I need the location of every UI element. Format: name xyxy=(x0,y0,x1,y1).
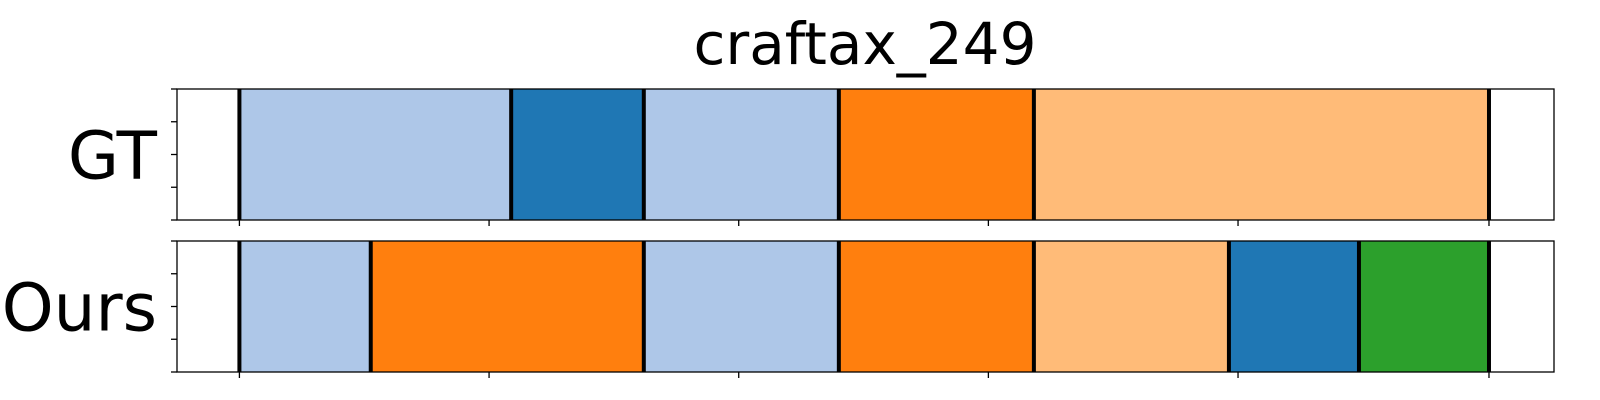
segment-ours-2 xyxy=(643,241,839,372)
segment-gt-3 xyxy=(838,89,1034,220)
row-label-gt: GT xyxy=(68,118,158,195)
segment-ours-5 xyxy=(1228,241,1359,372)
segment-ours-6 xyxy=(1358,241,1489,372)
segment-ours-0 xyxy=(239,241,371,372)
segment-ours-1 xyxy=(370,241,644,372)
segment-gt-1 xyxy=(511,89,644,220)
segment-ours-4 xyxy=(1033,241,1229,372)
chart-title: craftax_249 xyxy=(694,10,1037,78)
segment-ours-3 xyxy=(838,241,1034,372)
row-label-ours: Ours xyxy=(2,270,157,347)
segment-gt-2 xyxy=(643,89,839,220)
segment-gt-4 xyxy=(1033,89,1489,220)
segment-gt-0 xyxy=(239,89,512,220)
